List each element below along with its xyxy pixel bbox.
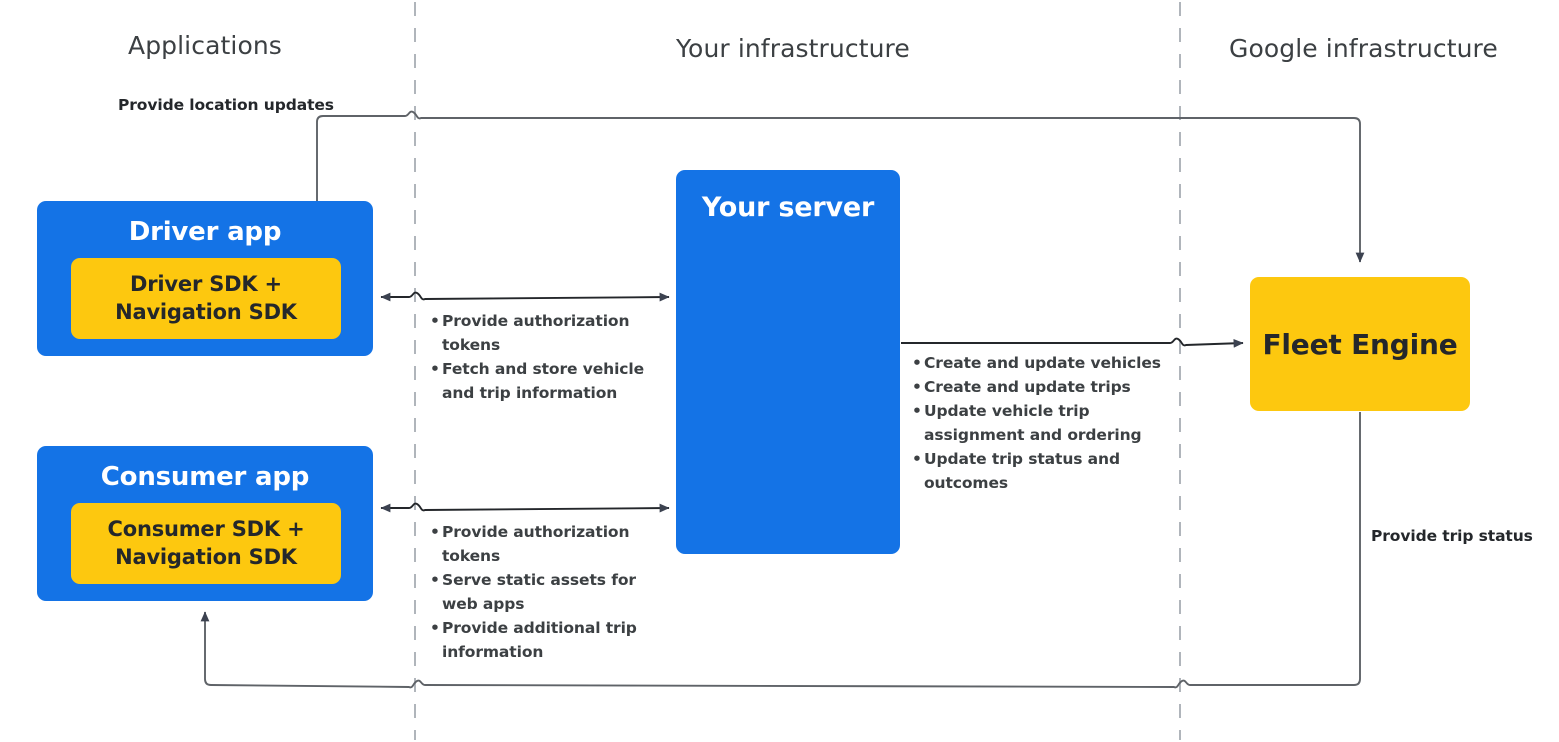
wire-consumer-server (380, 502, 670, 513)
bullet-text: Fetch and store vehicle and trip informa… (442, 360, 645, 403)
consumer-sdk-label: Consumer SDK + Navigation SDK (107, 516, 305, 569)
bullet-item: •Provide additional trip information (430, 616, 645, 664)
node-your-server[interactable]: Your server (676, 170, 900, 554)
node-driver-sdk[interactable]: Driver SDK + Navigation SDK (71, 258, 341, 339)
zone-label-your-infrastructure: Your infrastructure (676, 34, 910, 63)
edge-label-provide-location-updates: Provide location updates (118, 96, 334, 114)
bullet-text: Update trip status and outcomes (924, 450, 1120, 493)
bullets-consumer-to-server: •Provide authorization tokens•Serve stat… (430, 520, 645, 664)
bullet-item: •Create and update trips (912, 375, 1162, 399)
node-consumer-sdk[interactable]: Consumer SDK + Navigation SDK (71, 503, 341, 584)
bullet-text: Update vehicle trip assignment and order… (924, 402, 1142, 445)
bullet-dot-icon: • (430, 571, 440, 590)
bullet-item: •Update vehicle trip assignment and orde… (912, 399, 1162, 447)
bullet-item: •Provide authorization tokens (430, 520, 645, 568)
bullet-text: Serve static assets for web apps (442, 571, 636, 614)
bullet-text: Provide authorization tokens (442, 523, 630, 566)
wire-driver-server (380, 291, 670, 302)
fleet-engine-label: Fleet Engine (1262, 327, 1458, 361)
wire-trip-status (200, 412, 1361, 689)
bullet-dot-icon: • (430, 312, 440, 330)
bullet-dot-icon: • (430, 523, 440, 541)
bullet-dot-icon: • (912, 450, 922, 469)
bullet-text: Provide authorization tokens (442, 312, 630, 355)
wire-location-updates (316, 110, 1365, 272)
wire-server-fleet-engine (901, 337, 1244, 348)
zone-label-google-infrastructure: Google infrastructure (1229, 34, 1498, 63)
bullet-dot-icon: • (912, 378, 922, 397)
bullet-text: Create and update trips (924, 378, 1131, 397)
bullet-item: •Serve static assets for web apps (430, 568, 645, 616)
bullet-item: •Create and update vehicles (912, 351, 1162, 375)
bullet-dot-icon: • (912, 354, 922, 372)
bullet-item: •Fetch and store vehicle and trip inform… (430, 357, 655, 405)
driver-sdk-label: Driver SDK + Navigation SDK (115, 271, 297, 324)
bullet-dot-icon: • (912, 402, 922, 421)
bullet-item: •Update trip status and outcomes (912, 447, 1162, 495)
bullet-text: Provide additional trip information (442, 619, 637, 662)
bullet-dot-icon: • (430, 360, 440, 379)
bullet-dot-icon: • (430, 619, 440, 638)
your-server-title: Your server (701, 192, 875, 223)
node-consumer-app[interactable]: Consumer app Consumer SDK + Navigation S… (37, 446, 373, 601)
node-fleet-engine[interactable]: Fleet Engine (1250, 277, 1470, 411)
bullet-text: Create and update vehicles (924, 354, 1161, 372)
bullets-server-to-fleet-engine: •Create and update vehicles•Create and u… (912, 351, 1162, 495)
node-driver-app[interactable]: Driver app Driver SDK + Navigation SDK (37, 201, 373, 356)
zone-label-applications: Applications (128, 31, 282, 60)
driver-app-title: Driver app (128, 217, 282, 247)
bullet-item: •Provide authorization tokens (430, 309, 655, 357)
consumer-app-title: Consumer app (100, 462, 310, 492)
edge-label-provide-trip-status: Provide trip status (1371, 527, 1533, 545)
bullets-driver-to-server: •Provide authorization tokens•Fetch and … (430, 309, 655, 405)
